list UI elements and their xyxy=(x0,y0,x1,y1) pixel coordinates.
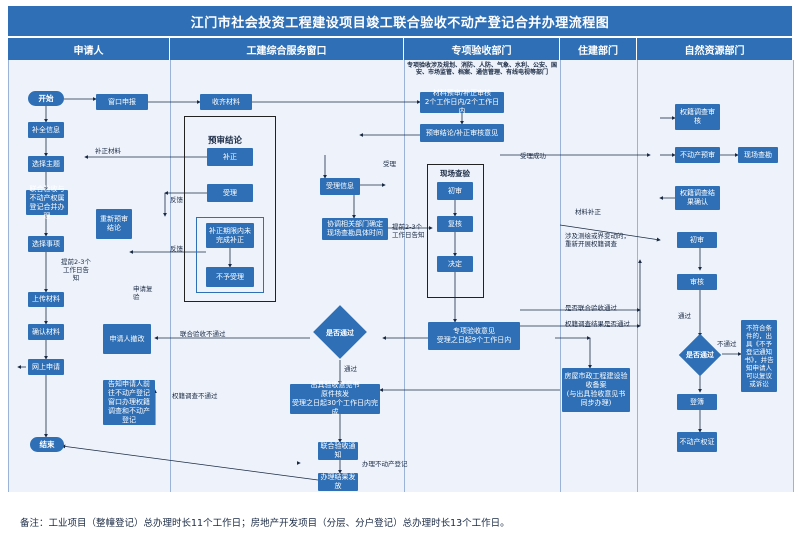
material-review-title: 材料预审/补正审核 xyxy=(432,89,492,97)
special-scope-text: 专项验收涉及规划、消防、人防、气象、水利、公安、国安、市场监管、档案、通信管理、… xyxy=(406,62,557,76)
lane-applicant-header: 申请人 xyxy=(8,38,169,60)
select-item-node: 选择事项 xyxy=(28,236,64,252)
extend2-label: 提前2-3个工作日告知 xyxy=(60,258,92,282)
issue-opinion-title: 出具验收意见书 xyxy=(310,381,360,389)
land-result-pass-label: 权籍调查结果是否通过 xyxy=(565,320,630,328)
not-done-node: 补正期限内未完成补正 xyxy=(206,223,254,248)
land-check-node: 权籍调查审核 xyxy=(675,104,720,130)
start-node: 开始 xyxy=(28,91,64,106)
lane-housing-header: 住建部门 xyxy=(560,38,636,60)
pass2-label: 通过 xyxy=(678,312,691,320)
housing-record-sub: (与出具验收意见书同步办理) xyxy=(566,390,626,407)
lane-special-header: 专项验收部门 xyxy=(404,38,559,60)
inform-applicant-node: 告知申请人前往不动产登记窗口办理权籍调查和不动产登记 xyxy=(103,380,155,425)
prereview-frame xyxy=(184,116,276,302)
applicant-withdraw-node: 申请人撤改 xyxy=(103,324,151,354)
accept-success-label: 受理成功 xyxy=(520,152,546,160)
no-register-node: 不符合条件的，出具《不予登记通知书》，并告知申请人可以复议或诉讼 xyxy=(741,320,777,392)
material-review-time: 2个工作日内/2个工作日内 xyxy=(424,98,500,115)
apply-recheck-label: 申请复验 xyxy=(133,285,153,301)
window-apply-node: 窗口申报 xyxy=(96,94,148,110)
re-verify-node: 重新预审结论 xyxy=(96,209,132,239)
decision-node: 决定 xyxy=(437,256,473,272)
supplement-info-node: 补全信息 xyxy=(28,122,64,138)
extend-label: 提前2-3个工作日告知 xyxy=(392,223,425,239)
certificate-node: 不动产权证 xyxy=(677,432,717,452)
register-node: 登簿 xyxy=(677,394,717,410)
footer-note: 备注：工业项目（整幢登记）总办理时长11个工作日；房地产开发项目（分层、分户登记… xyxy=(20,518,510,529)
online-apply-node: 网上申请 xyxy=(28,359,64,375)
special-opinion-node: 专项验收意见受理之日起9个工作日内 xyxy=(428,322,520,350)
feedback1-label: 反馈 xyxy=(170,196,183,204)
land-change-label: 涉及测绘或界变动的，重新开展权籍调查 xyxy=(565,232,630,248)
joint-pass-text: 是否通过 xyxy=(326,329,354,337)
initial-node: 初审 xyxy=(677,232,717,248)
accept-node: 受理 xyxy=(207,184,253,202)
accept-info-node: 受理信息 xyxy=(320,178,360,195)
not-prereview-node: 不动产预审 xyxy=(675,147,720,163)
reject-frame xyxy=(196,217,264,293)
confirm-node: 确认材料 xyxy=(28,324,64,340)
receive-node: 收齐材料 xyxy=(200,94,252,110)
site-title: 现场查验 xyxy=(440,169,470,178)
issue-opinion-sub: 原件核发 xyxy=(321,390,349,398)
material-supp2-label: 材料补正 xyxy=(575,208,601,216)
lane-housing xyxy=(560,60,637,492)
housing-record-title: 房屋市政工程建设验收备案 xyxy=(564,372,628,389)
select-topic-node: 选择主题 xyxy=(28,156,64,172)
feedback2-label: 反馈 xyxy=(170,245,183,253)
prereview-title: 预审结论 xyxy=(208,136,243,146)
special-opinion-time: 受理之日起9个工作日内 xyxy=(436,336,512,344)
issue-opinion-time: 受理之日起30个工作日内完成 xyxy=(292,399,378,416)
diagram-title: 江门市社会投资工程建设项目竣工联合验收不动产登记合并办理流程图 xyxy=(8,6,792,36)
reject-node: 不予受理 xyxy=(206,267,254,287)
prereview-opinion-node: 预审结论/补正审核意见 xyxy=(420,124,504,142)
supplement-node: 补正 xyxy=(207,148,253,166)
supp-material-label: 补正材料 xyxy=(95,147,121,155)
land-fail-label: 权籍调查不通过 xyxy=(172,392,218,400)
first-review-node: 初审 xyxy=(437,182,473,200)
pass-q-text: 是否通过 xyxy=(686,351,714,359)
accept-label: 受理 xyxy=(383,160,396,168)
housing-record-node: 房屋市政工程建设验收备案(与出具验收意见书同步办理) xyxy=(562,368,630,412)
end-node: 结束 xyxy=(30,437,64,452)
upload-node: 上传材料 xyxy=(28,292,64,307)
joint-pass-lbl: 是否联合验收通过 xyxy=(565,304,617,312)
special-opinion-title: 专项验收意见 xyxy=(453,327,495,335)
handle-result-node: 办理结果发放 xyxy=(318,473,358,491)
joint-fail-label: 联合验收不通过 xyxy=(180,330,226,338)
recheck-node: 复核 xyxy=(437,216,473,232)
fail-label: 不通过 xyxy=(717,340,737,348)
pass1-label: 通过 xyxy=(344,365,357,373)
issue-opinion-node: 出具验收意见书原件核发受理之日起30个工作日内完成 xyxy=(290,381,380,416)
lane-window-header: 工建综合服务窗口 xyxy=(170,38,403,60)
handle-register-label: 办理不动产登记 xyxy=(362,460,408,468)
site-inspect-node: 现场查勘 xyxy=(738,147,778,163)
joint-apply-node: 联合验收与不动产权属登记合并办理 xyxy=(26,185,68,220)
coordinate-node: 协调相关部门确定现场查勘具体时间 xyxy=(322,218,388,240)
site-frame xyxy=(427,164,484,298)
land-confirm-node: 权籍调查结果确认 xyxy=(675,186,720,210)
joint-notice-node: 联合验收通知 xyxy=(318,442,358,460)
lane-land-header: 自然资源部门 xyxy=(637,38,792,60)
audit-node: 审核 xyxy=(677,274,717,290)
